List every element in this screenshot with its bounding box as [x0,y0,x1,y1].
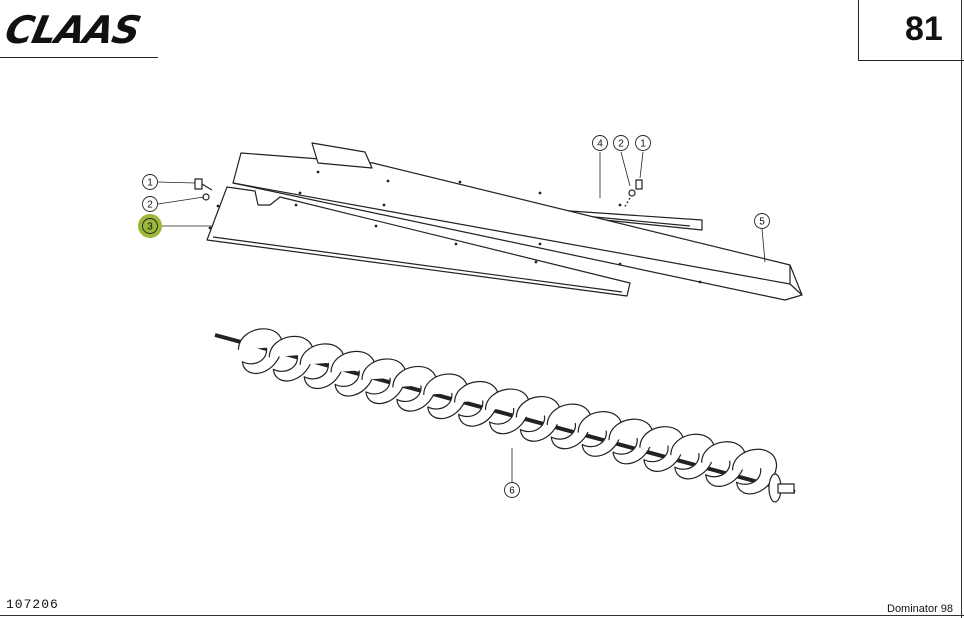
auger-flight [423,373,469,420]
header-divider-left [0,57,158,58]
auger-flight [515,396,561,442]
auger-flight [237,328,284,375]
callout-circle [635,135,651,151]
callout-6: 6 [504,482,520,498]
page-number: 81 [905,10,943,48]
callout-circle [142,218,158,234]
callout-circle [613,135,629,151]
auger-flight [361,358,407,405]
part-6-auger [214,328,796,503]
callout-label: 6 [509,486,515,497]
bolt-right [623,179,643,209]
callout-circle [504,482,520,498]
callout-label: 3 [147,222,153,233]
callout-label: 1 [640,139,646,150]
auger-flight [392,366,438,412]
page-border-right [961,0,962,618]
auger-flight [577,411,623,457]
part-5-angle-profile [232,142,803,301]
header-divider-vertical [858,0,859,60]
bolt-left [194,178,213,201]
auger-flight [608,418,654,465]
auger-stub [777,483,795,494]
callout-label: 2 [147,200,153,211]
auger-flight [299,343,345,390]
header-divider-right [858,60,964,61]
auger-flight [268,335,314,382]
callout-circle [754,213,770,229]
callout-2: 2 [613,135,629,151]
callout-circle [142,174,158,190]
part-3-plate [206,186,631,297]
auger-flight [670,433,716,480]
auger-flight [454,381,500,427]
callout-1: 1 [635,135,651,151]
auger-flight [639,426,685,472]
auger-flight [701,441,747,487]
auger-flight [330,351,376,397]
auger-flight [546,403,592,450]
callout-3: 3 [138,214,162,238]
auger-flight [731,448,778,495]
callout-circle [592,135,608,151]
callout-1: 1 [142,174,158,190]
callout-label: 2 [618,139,624,150]
callout-label: 4 [597,139,603,150]
page-border-bottom [0,615,964,616]
callout-5: 5 [754,213,770,229]
auger-flight [484,388,531,435]
callout-circle [142,196,158,212]
leader-lines [157,151,766,482]
callout-2: 2 [142,196,158,212]
drawing-number: 107206 [6,597,59,612]
model-name: Dominator 98 [887,603,954,615]
callout-label: 1 [147,178,153,189]
callout-label: 5 [759,217,765,228]
callout-highlight [138,214,162,238]
callout-4: 4 [592,135,608,151]
